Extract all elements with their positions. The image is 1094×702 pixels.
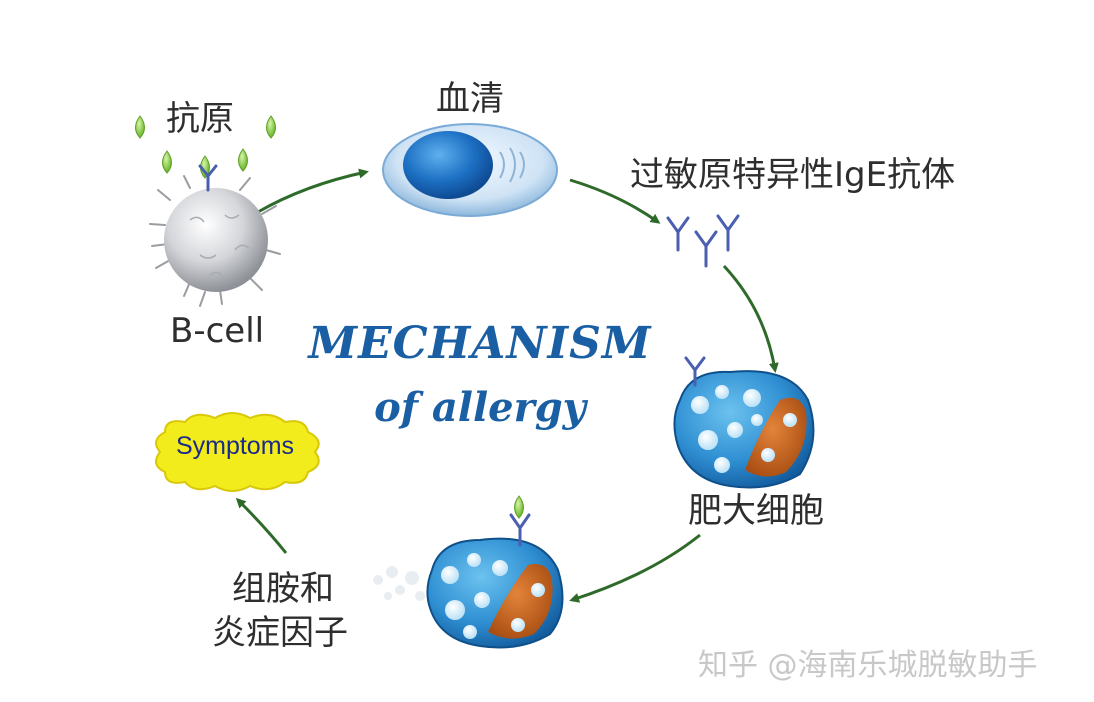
b-cell-label: B-cell	[170, 311, 265, 351]
arrow-mastcell-to-activated	[569, 533, 701, 603]
bound-antigen-icon	[514, 495, 524, 519]
serum-icon	[382, 123, 558, 217]
watermark: 知乎 @海南乐城脱敏助手	[698, 648, 1038, 683]
mast-cell-label: 肥大细胞	[688, 491, 824, 531]
antigen-droplet-icon	[238, 148, 248, 172]
b-cell-icon	[149, 164, 281, 307]
arrow-bcell-to-serum	[257, 168, 369, 214]
antigen-label: 抗原	[166, 99, 234, 139]
serum-label: 血清	[436, 79, 504, 119]
arrow-mediators-to-symptoms	[235, 497, 288, 554]
arrow-ige-to-mastcell	[722, 264, 779, 373]
arrow-serum-to-ige	[569, 178, 661, 224]
diagram-title-line1: MECHANISM	[308, 318, 652, 369]
diagram-title-line2: of allergy	[374, 384, 586, 431]
ige-label: 过敏原特异性IgE抗体	[630, 155, 956, 195]
cycle-arrows	[235, 168, 779, 603]
antigen-droplet-icon	[266, 115, 276, 139]
mediators-label-line1: 组胺和	[232, 569, 334, 609]
symptoms-burst-icon	[155, 412, 320, 492]
mediators-label-line2: 炎症因子	[212, 613, 348, 653]
antigen-droplet-icon	[162, 150, 172, 174]
antigen-group	[135, 115, 276, 179]
mast-cell-icon	[673, 356, 815, 489]
antigen-droplet-icon	[135, 115, 145, 139]
symptoms-label: Symptoms	[175, 432, 295, 460]
antigen-droplet-icon	[200, 155, 210, 179]
activated-mast-cell-icon	[373, 495, 564, 649]
ige-antibody-icon	[666, 214, 740, 268]
